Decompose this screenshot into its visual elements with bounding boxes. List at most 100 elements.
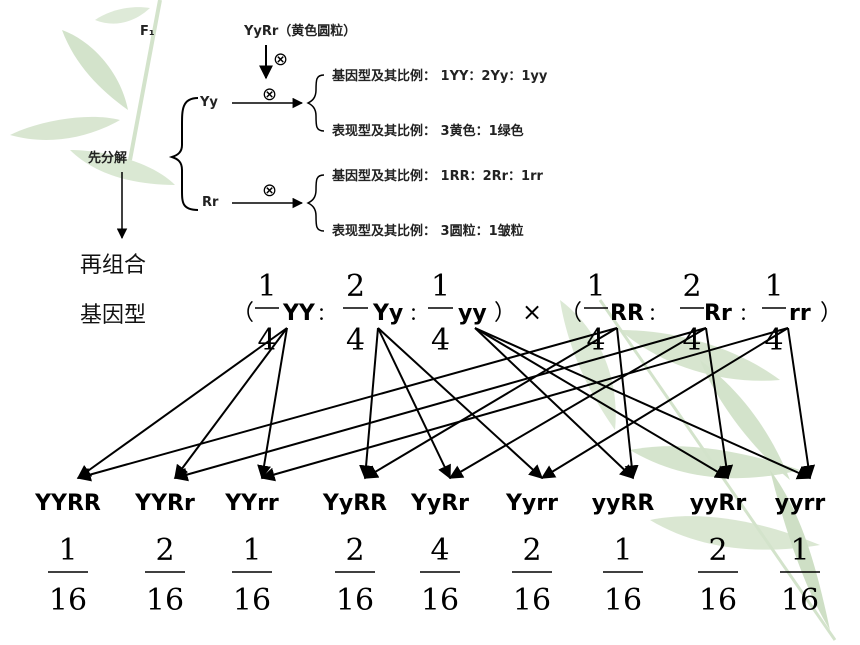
factor-gene: Yy: [372, 301, 403, 326]
self-cross-symbol: ⊗: [273, 49, 288, 70]
cross-arrow: [616, 327, 639, 480]
result-genotype: YYRR: [34, 491, 101, 516]
yy-genotype-ratio: 基因型及其比例： 1YY：2Yy：1yy: [331, 68, 548, 84]
r-factor: 2 4Rr ：: [680, 269, 757, 358]
factor-gene: yy: [458, 301, 487, 326]
result-item: YyRr 4 16: [410, 491, 469, 618]
factor-numerator: 2: [682, 269, 701, 304]
cross-arrow: [787, 327, 816, 480]
result-numerator: 2: [155, 533, 174, 568]
factor-colon: ：: [409, 304, 427, 325]
result-numerator: 2: [345, 533, 364, 568]
result-genotype: yyrr: [775, 491, 826, 516]
f1-label: F₁: [140, 24, 155, 39]
result-genotype: YYRr: [134, 491, 195, 516]
result-denominator: 16: [233, 583, 271, 618]
result-group: YYRR116YYRr216YYrr116YyRR216YyRr416Yyrr2…: [34, 491, 825, 618]
cross-arrow: [474, 327, 730, 479]
cross-arrow: [76, 327, 288, 479]
times-sign: ×: [522, 298, 542, 326]
cross-arrow: [363, 327, 618, 479]
cross-arrow: [76, 327, 618, 482]
result-denominator: 16: [513, 583, 551, 618]
factor-denominator: 4: [346, 323, 365, 358]
cross-arrow: [540, 327, 789, 479]
bamboo-leaf: [62, 30, 128, 110]
factor-numerator: 2: [346, 269, 365, 304]
result-numerator: 1: [790, 533, 809, 568]
bamboo-leaf: [560, 300, 616, 430]
factor-numerator: 1: [586, 269, 605, 304]
bamboo-leaf: [630, 446, 800, 479]
close-paren-right: ）: [820, 301, 842, 326]
result-denominator: 16: [781, 583, 819, 618]
genotype-label: 基因型: [80, 303, 146, 328]
rr-genotype-ratio: 基因型及其比例： 1RR：2Rr：1rr: [331, 168, 544, 184]
factor-colon: ：: [317, 304, 335, 325]
split-brace: [168, 97, 199, 211]
bamboo-leaf: [700, 360, 790, 480]
bamboo-leaf: [620, 330, 780, 381]
result-numerator: 4: [430, 533, 449, 568]
cross-arrow: [705, 327, 734, 480]
r-factor: 14RR：: [584, 269, 666, 358]
r-factor: 1 4rr: [762, 269, 811, 358]
split-label: 先分解: [88, 150, 127, 166]
bamboo-leaf: [650, 516, 820, 550]
cross-arrow: [174, 327, 288, 480]
result-denominator: 16: [336, 583, 374, 618]
close-paren-left: ）: [494, 301, 516, 326]
rr-phenotype-ratio: 表现型及其比例： 3圆粒：1皱粒: [331, 223, 524, 239]
cross-arrow: [448, 327, 707, 479]
cross-arrow: [260, 327, 789, 482]
factor-numerator: 1: [257, 269, 276, 304]
factor-expression: （ × （ ） ）: [232, 298, 842, 326]
result-numerator: 2: [522, 533, 541, 568]
result-numerator: 2: [708, 533, 727, 568]
result-denominator: 16: [604, 583, 642, 618]
cross-arrow: [377, 327, 544, 479]
result-item: YYRr 2 16: [134, 491, 195, 618]
result-item: yyrr 1 16: [775, 491, 826, 618]
bamboo-leaf: [770, 470, 830, 630]
result-denominator: 16: [146, 583, 184, 618]
rr-gene: Rr: [202, 195, 219, 210]
rr-self-symbol: ⊗: [262, 180, 277, 201]
result-item: yyRr 2 16: [690, 491, 747, 618]
rr-brace: [306, 174, 325, 232]
yy-brace: [306, 74, 325, 132]
cross-arrows: [76, 327, 816, 482]
factor-numerator: 1: [431, 269, 450, 304]
factor-denominator: 4: [257, 323, 276, 358]
factor-gene: rr: [789, 301, 811, 326]
result-genotype: YYrr: [224, 491, 279, 516]
factor-denominator: 4: [764, 323, 783, 358]
factor-numerator: 1: [764, 269, 783, 304]
result-genotype: YyRr: [410, 491, 469, 516]
result-numerator: 1: [613, 533, 632, 568]
bamboo-leaf: [10, 116, 120, 140]
result-denominator: 16: [421, 583, 459, 618]
y-factor: 2 4 Yy ：: [343, 269, 427, 358]
result-genotype: yyRr: [690, 491, 747, 516]
factor-colon: ：: [739, 304, 757, 325]
yy-gene: Yy: [199, 95, 218, 110]
cross-arrow: [377, 327, 451, 480]
factor-colon: ：: [648, 304, 666, 325]
bamboo-leaf: [70, 150, 175, 185]
factor-gene: Rr: [704, 301, 732, 326]
result-denominator: 16: [699, 583, 737, 618]
cross-arrow: [474, 327, 635, 479]
recombine-label: 再组合: [80, 253, 146, 278]
factor-denominator: 4: [682, 323, 701, 358]
factor-gene: RR: [610, 301, 644, 326]
bamboo-leaf: [95, 7, 150, 24]
open-paren-right: （: [560, 301, 582, 326]
yy-self-symbol: ⊗: [262, 84, 277, 105]
